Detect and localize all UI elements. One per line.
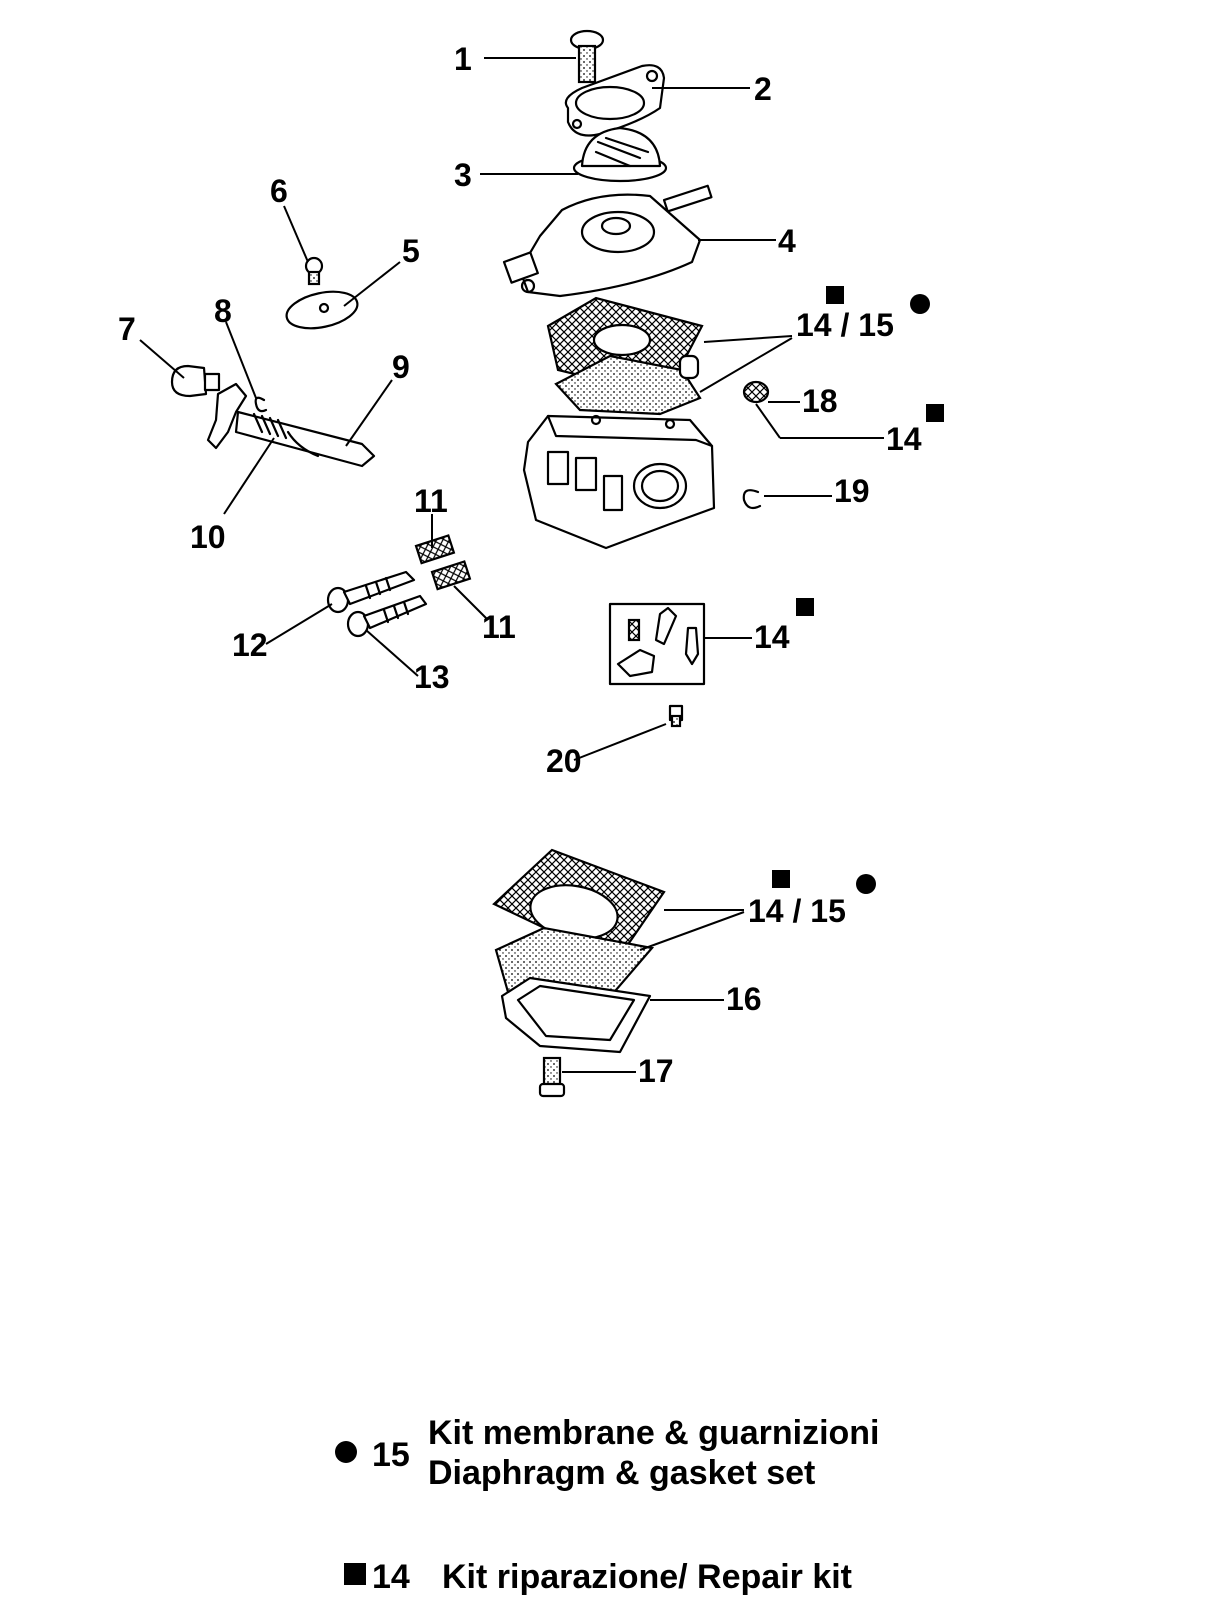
square-marker xyxy=(926,404,944,422)
square-marker xyxy=(826,286,844,304)
callout-9: 9 xyxy=(392,349,410,385)
legend-kit14-text: Kit riparazione/ Repair kit xyxy=(442,1558,852,1596)
part-2-cover-plate xyxy=(564,64,666,137)
callout-10: 10 xyxy=(190,519,226,555)
callout-14-15-lower: 14 / 15 xyxy=(748,893,846,929)
part-11-springs xyxy=(414,534,472,591)
part-5-throttle-plate xyxy=(285,290,359,330)
callout-11b: 11 xyxy=(482,609,516,645)
callout-13: 13 xyxy=(414,659,450,695)
part-6-screw xyxy=(304,256,324,286)
part-17-screw xyxy=(538,1056,566,1098)
part-9-10-throttle-shaft xyxy=(206,382,376,468)
part-14-15-gaskets-lower xyxy=(492,848,666,1006)
carburetor-body xyxy=(522,354,716,550)
callout-11a: 11 xyxy=(414,483,448,519)
kit-markers xyxy=(772,286,944,894)
callout-18: 18 xyxy=(802,383,838,419)
callout-20: 20 xyxy=(546,743,582,779)
part-16-diaphragm-cover xyxy=(500,976,652,1054)
legend-kit15-number: 15 xyxy=(372,1436,410,1474)
callout-8: 8 xyxy=(214,293,232,329)
square-marker xyxy=(772,870,790,888)
callout-6: 6 xyxy=(270,173,288,209)
part-14-15-gaskets-upper xyxy=(546,296,704,416)
callout-numbers: 1 2 3 4 6 5 7 8 9 10 11 11 12 13 14 / 15… xyxy=(118,41,922,1089)
callout-2: 2 xyxy=(754,71,772,107)
part-19-clip xyxy=(742,489,762,510)
callout-4: 4 xyxy=(778,223,796,259)
legend: 15 Kit membrane & guarnizioni Diaphragm … xyxy=(335,1414,880,1596)
leader-lines xyxy=(139,57,884,1073)
callout-12: 12 xyxy=(232,627,268,663)
legend-kit15-line1: Kit membrane & guarnizioni xyxy=(428,1414,880,1452)
part-4-pump-body xyxy=(502,184,713,298)
callout-19: 19 xyxy=(834,473,870,509)
callout-14-upper: 14 xyxy=(886,421,922,457)
callout-3: 3 xyxy=(454,157,472,193)
circle-marker xyxy=(910,294,930,314)
square-marker xyxy=(796,598,814,616)
part-7-stop-screw xyxy=(170,364,221,398)
part-12-needle-screw xyxy=(326,570,416,614)
callout-14-15-upper: 14 / 15 xyxy=(796,307,894,343)
legend-circle-marker xyxy=(335,1441,357,1463)
part-3-primer-bulb xyxy=(572,126,668,183)
callout-1: 1 xyxy=(454,41,472,77)
callout-14-kit: 14 xyxy=(754,619,790,655)
circle-marker xyxy=(856,874,876,894)
legend-kit14-number: 14 xyxy=(372,1558,410,1596)
part-18-filter-screen xyxy=(742,380,770,404)
part-1-screw xyxy=(569,29,605,84)
callout-17: 17 xyxy=(638,1053,674,1089)
part-13-needle-screw xyxy=(346,594,428,638)
callout-7: 7 xyxy=(118,311,136,347)
legend-kit15-line2: Diaphragm & gasket set xyxy=(428,1454,815,1492)
part-14-repair-kit-box xyxy=(608,602,706,686)
part-8-clip xyxy=(254,396,268,413)
legend-square-marker xyxy=(344,1563,366,1585)
part-20-screw xyxy=(668,704,684,728)
callout-5: 5 xyxy=(402,233,420,269)
callout-16: 16 xyxy=(726,981,762,1017)
